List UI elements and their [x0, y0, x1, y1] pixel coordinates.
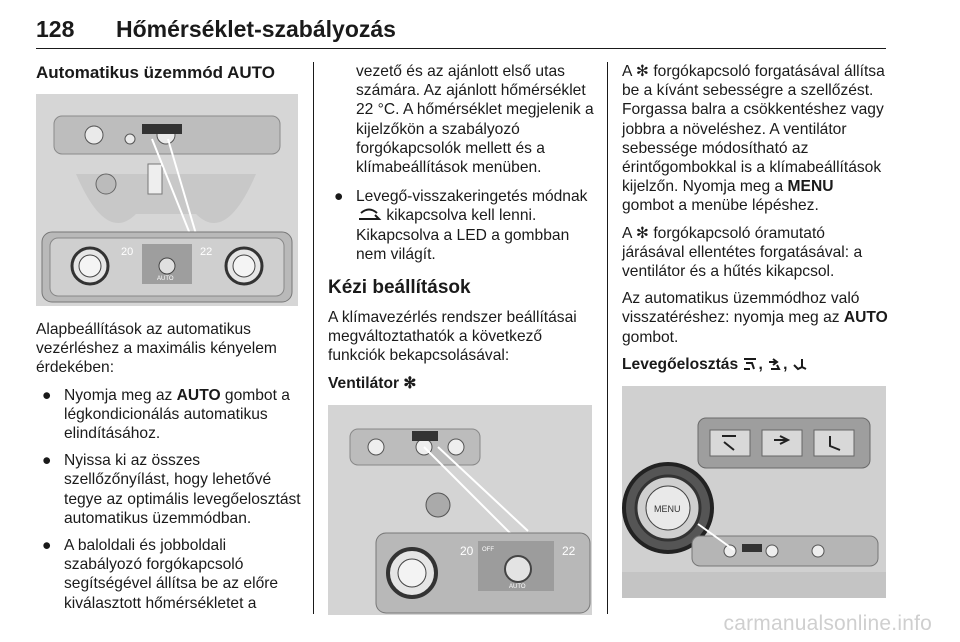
list-item: ● Levegő-visszakeringetés módnak kikapcso…: [328, 187, 594, 264]
column-1: Automatikus üzemmód AUTO 20 22 AUTO: [36, 62, 302, 621]
fan-knob-illustration: 20 22 OFF AUTO: [328, 404, 592, 615]
temp-right-label: 22: [200, 246, 212, 258]
fan-icon: ✻: [635, 224, 649, 242]
menu-keyword: MENU: [787, 178, 834, 196]
recirculation-icon: [359, 208, 382, 221]
auto-keyword: AUTO: [843, 309, 888, 327]
air-distribution-heading: Levegőelosztás , ,: [622, 355, 888, 374]
text-segment: A: [622, 63, 632, 80]
temp-right-label: 22: [562, 544, 576, 558]
bullet-dot-icon: ●: [334, 188, 344, 206]
text-segment: gombot.: [622, 328, 679, 346]
manual-intro-text: A klímavezérlés rendszer beállításai meg…: [328, 309, 577, 365]
bullet-dot-icon: ●: [42, 386, 52, 404]
text-segment: forgókapcsoló óramutató járásával ellent…: [622, 224, 863, 281]
auto-return-description: Az automatikus üzemmódhoz való visszatér…: [622, 289, 888, 347]
fan-heading-label: Ventilátor: [328, 374, 400, 392]
chapter-title: Hőmérséklet-szabályozás: [116, 16, 396, 42]
list-item-text: A baloldali és jobboldali szabályozó for…: [64, 537, 279, 612]
watermark: carmanualsonline.info: [723, 612, 932, 635]
list-item: ● A baloldali és jobboldali szabályozó fo…: [36, 536, 302, 613]
photo-air-distribution: MENU: [622, 386, 886, 599]
list-item-text-pre: Nyomja meg az: [64, 386, 177, 404]
fan-heading: Ventilátor ✻: [328, 374, 594, 393]
bullet-list-recirc: ● Levegő-visszakeringetés módnak kikapcso…: [328, 187, 594, 264]
photo-climate-panel-auto: 20 22 AUTO: [36, 94, 298, 306]
section-heading-manual: Kézi beállítások: [328, 277, 471, 299]
fan-icon: ✻: [635, 63, 649, 80]
air-distribution-illustration: MENU: [622, 386, 886, 599]
off-label: OFF: [482, 547, 494, 553]
auto-button-label: AUTO: [509, 584, 526, 590]
recirc-text-b: kikapcsolva kell lenni. Kikapcsolva a LE…: [356, 207, 570, 263]
auto-button-label: AUTO: [157, 276, 174, 282]
section-heading-auto: Automatikus üzemmód AUTO: [36, 63, 275, 82]
column-divider: [607, 62, 608, 614]
climate-panel-illustration: 20 22 AUTO: [36, 94, 298, 306]
column-2: vezető és az ajánlott első utas számára.…: [328, 62, 594, 615]
air-distribution-label: Levegőelosztás: [622, 355, 739, 373]
air-to-footwell-icon: [793, 358, 807, 371]
temp-left-label: 20: [460, 544, 474, 558]
fan-icon: ✻: [403, 374, 417, 392]
air-to-head-icon: [769, 358, 781, 370]
bullet-dot-icon: ●: [42, 537, 52, 555]
list-item-text: Nyissa ki az összes szellőzőnyílást, hog…: [64, 452, 301, 527]
list-item-bold: AUTO: [176, 386, 221, 404]
column-divider: [313, 62, 314, 614]
fan-off-description: A ✻ forgókapcsoló óramutató járásával el…: [622, 224, 888, 282]
menu-button-label: MENU: [654, 504, 681, 514]
recirc-text-a: Levegő-visszakeringetés módnak: [356, 188, 588, 206]
page-header: 128 Hőmérséklet-szabályozás: [36, 14, 886, 49]
list-item-text-post: gombot a légkondicionálás automatikus el…: [64, 386, 290, 443]
bullet-list-auto: ● Nyomja meg az AUTO gombot a légkondicio…: [36, 386, 302, 613]
text-segment: Az automatikus üzemmódhoz való visszatér…: [622, 290, 860, 327]
text-segment: gombot a menübe lépéshez.: [622, 197, 819, 215]
bullet-dot-icon: ●: [42, 452, 52, 470]
intro-text: Alapbeállítások az automatikus vezérlésh…: [36, 321, 277, 377]
text-segment: forgókapcsoló forgatásával állítsa be a …: [622, 63, 885, 196]
continued-text: vezető és az ajánlott első utas számára.…: [356, 63, 594, 177]
page-number: 128: [36, 16, 75, 42]
list-item: ● Nyissa ki az összes szellőzőnyílást, ho…: [36, 451, 302, 528]
photo-fan-knob: 20 22 OFF AUTO: [328, 404, 592, 615]
list-item: ● Nyomja meg az AUTO gombot a légkondicio…: [36, 386, 302, 444]
air-to-windscreen-icon: [744, 357, 757, 370]
fan-description: A ✻ forgókapcsoló forgatásával állítsa b…: [622, 62, 888, 216]
temp-left-label: 20: [121, 246, 133, 258]
column-3: A ✻ forgókapcsoló forgatásával állítsa b…: [622, 62, 888, 599]
text-segment: A: [622, 224, 632, 242]
